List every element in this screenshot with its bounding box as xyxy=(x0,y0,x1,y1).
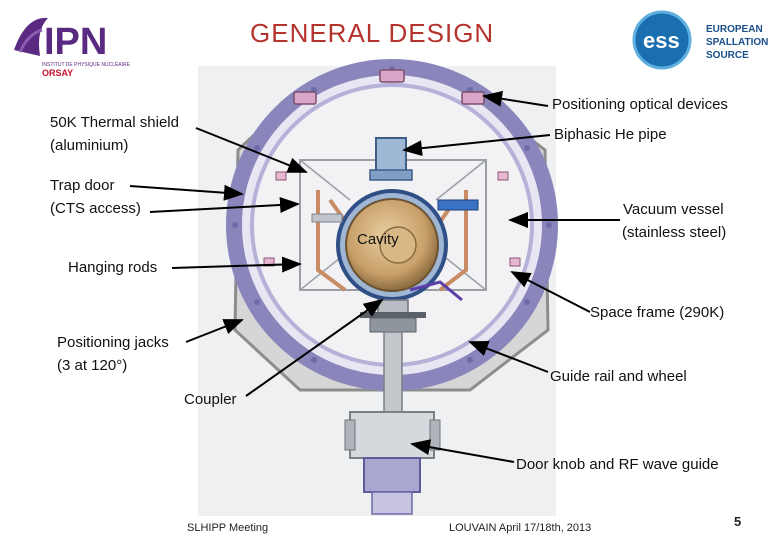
ipn-logo-subtitle: INSTITUT DE PHYSIQUE NUCLÉAIRE xyxy=(42,61,131,68)
label-vacuum-vessel-line1: Vacuum vessel xyxy=(623,201,724,218)
label-vacuum-vessel: Vacuum vessel (stainless steel) xyxy=(622,198,726,244)
page-number: 5 xyxy=(734,514,742,529)
label-door-knob: Door knob and RF wave guide xyxy=(516,456,719,473)
cavity-label: Cavity xyxy=(357,231,399,248)
door-knob xyxy=(349,411,435,459)
label-thermal-shield-line2: (aluminium) xyxy=(50,137,129,154)
label-vacuum-vessel-line2: (stainless steel) xyxy=(622,224,727,241)
label-hanging-rods: Hanging rods xyxy=(68,259,158,276)
label-trap-door: Trap door (CTS access) xyxy=(50,174,141,220)
label-biphasic-pipe: Biphasic He pipe xyxy=(554,126,667,143)
ess-logo-line1: EUROPEAN xyxy=(706,24,763,35)
label-thermal-shield-line1: 50K Thermal shield xyxy=(50,114,179,131)
ess-logo: ess EUROPEAN SPALLATION SOURCE xyxy=(630,8,776,72)
label-trap-door-line1: Trap door xyxy=(50,177,115,194)
guide-rail xyxy=(360,312,426,318)
label-positioning-jacks-line2: (3 at 120°) xyxy=(57,357,128,374)
label-guide-rail: Guide rail and wheel xyxy=(550,368,687,385)
ess-logo-line3: SOURCE xyxy=(706,50,749,61)
label-positioning-optical: Positioning optical devices xyxy=(552,96,728,113)
label-positioning-jacks: Positioning jacks (3 at 120°) xyxy=(57,331,169,377)
label-coupler: Coupler xyxy=(184,391,237,408)
label-thermal-shield: 50K Thermal shield (aluminium) xyxy=(50,111,179,157)
label-positioning-jacks-line1: Positioning jacks xyxy=(57,334,169,351)
ipn-logo: IPN INSTITUT DE PHYSIQUE NUCLÉAIRE ORSAY xyxy=(6,10,136,80)
label-space-frame: Space frame (290K) xyxy=(590,304,725,321)
biphasic-he-pipe xyxy=(375,137,407,173)
footer-left: SLHIPP Meeting xyxy=(187,522,269,534)
ipn-logo-letters: IPN xyxy=(44,21,107,63)
callout-arrows xyxy=(129,90,620,463)
ess-logo-mark: ess xyxy=(643,28,680,53)
slide-title: GENERAL DESIGN xyxy=(250,18,495,48)
ess-logo-line2: SPALLATION xyxy=(706,37,768,48)
footer-center: LOUVAIN April 17/18th, 2013 xyxy=(449,522,592,534)
label-trap-door-line2: (CTS access) xyxy=(50,200,141,217)
side-brackets xyxy=(263,171,521,267)
rf-wave-guide xyxy=(363,457,421,493)
ipn-logo-place: ORSAY xyxy=(42,68,73,78)
optical-devices xyxy=(293,69,485,105)
